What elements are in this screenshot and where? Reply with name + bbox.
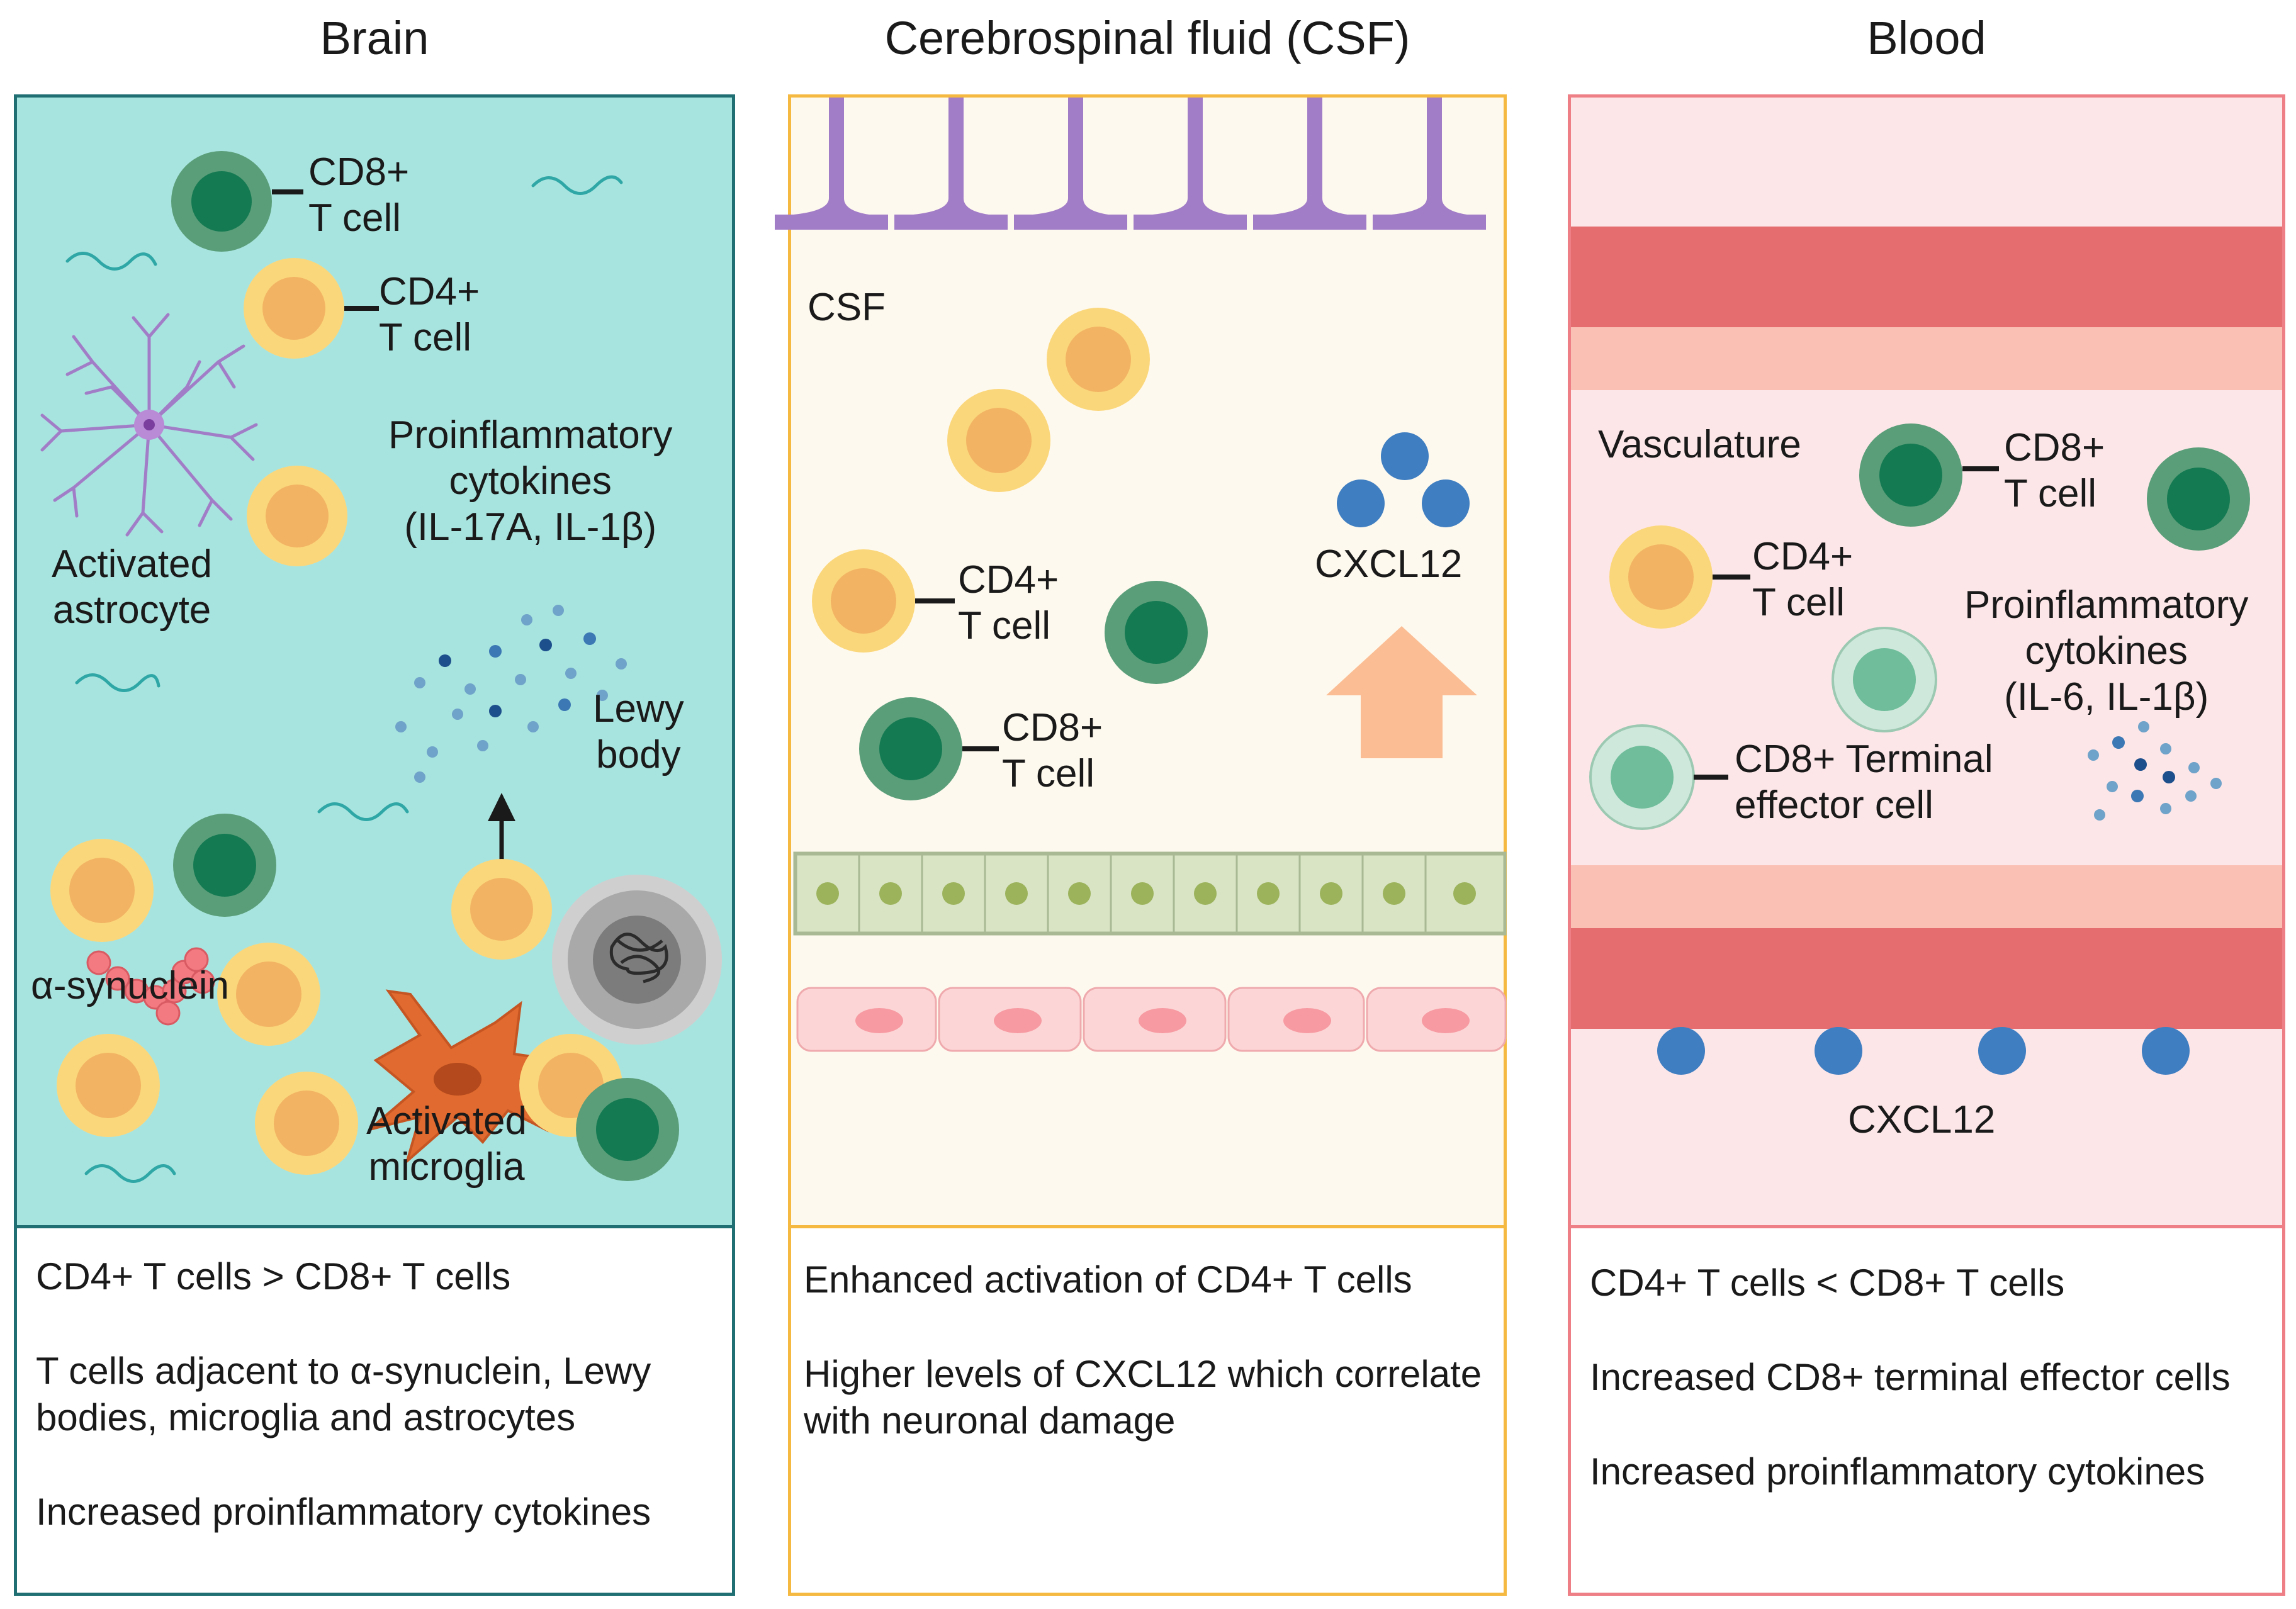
blood-findings-box: CD4+ T cells < CD8+ T cells Increased CD… (1568, 1228, 2285, 1596)
brain-cd4-label: CD4+ T cell (379, 270, 480, 360)
blood-findings: CD4+ T cells < CD8+ T cells Increased CD… (1590, 1260, 2276, 1495)
blood-title: Blood (1867, 12, 1986, 64)
neuron-terminal-icon (775, 98, 1486, 230)
endothelium-nuclei (855, 1008, 1470, 1033)
blood-finding-3: Increased proinflammatory cytokines (1590, 1450, 2205, 1493)
blood-panel: Vasculature CD8+ T cell CD4+ T cell Proi… (1568, 94, 2285, 1228)
cd8-t-cell (859, 697, 962, 800)
alpha-synuclein-icon (86, 947, 215, 1026)
cd8-t-cell (576, 1078, 679, 1181)
blood-cxcl12-label: CXCL12 (1848, 1098, 1996, 1141)
brain-findings-box: CD4+ T cells > CD8+ T cells T cells adja… (14, 1228, 735, 1596)
brain-cd8-label: CD8+ T cell (308, 150, 410, 240)
blood-illustration (1571, 227, 2282, 1075)
csf-label: CSF (808, 286, 886, 329)
vessel-wall-icon (1571, 227, 2282, 1029)
epithelium-icon (793, 851, 1507, 936)
brain-finding-1: CD4+ T cells > CD8+ T cells (36, 1255, 511, 1298)
cd8-t-cell (171, 151, 272, 252)
brain-findings: CD4+ T cells > CD8+ T cells T cells adja… (36, 1253, 722, 1535)
cd8-t-cell (1859, 423, 1962, 527)
cytokine-cluster-icon (2088, 721, 2222, 821)
vasculature-label: Vasculature (1598, 423, 1801, 466)
brain-squiggles (65, 175, 623, 1183)
cd4-t-cell (947, 389, 1050, 492)
cd4-t-cell (1609, 525, 1713, 629)
cd8-t-cell (173, 814, 276, 917)
brain-title: Brain (320, 12, 429, 64)
csf-cd8-label: CD8+ T cell (1002, 706, 1103, 796)
cd8-t-cell (2147, 447, 2250, 551)
brain-finding-3: Increased proinflammatory cytokines (36, 1491, 651, 1533)
cd4-t-cell (50, 839, 154, 942)
cd4-t-cell (1047, 308, 1150, 411)
csf-findings: Enhanced activation of CD4+ T cells High… (804, 1257, 1490, 1444)
cd4-t-cell (255, 1072, 358, 1175)
lewy-body-label: Lewy body (593, 687, 684, 777)
cd4-t-cell (247, 466, 347, 566)
cytokine-cluster-icon (395, 605, 627, 783)
brain-finding-2: T cells adjacent to α-synuclein, Lewy bo… (36, 1350, 651, 1438)
lewy-body-icon (552, 875, 722, 1045)
blood-cd8-label: CD8+ T cell (2004, 426, 2105, 516)
csf-finding-2: Higher levels of CXCL12 which correlate … (804, 1353, 1482, 1442)
cd4-t-cell (451, 859, 552, 960)
synuclein-label: α-synuclein (31, 964, 229, 1007)
cd8-t-cell (1105, 581, 1208, 684)
terminal-effector-label: CD8+ Terminal effector cell (1735, 737, 1993, 827)
csf-findings-box: Enhanced activation of CD4+ T cells High… (788, 1228, 1507, 1596)
cxcl12-dots (1657, 1027, 2190, 1075)
blood-finding-1: CD4+ T cells < CD8+ T cells (1590, 1262, 2065, 1304)
csf-cxcl12-label: CXCL12 (1315, 542, 1463, 586)
csf-title: Cerebrospinal fluid (CSF) (884, 12, 1410, 64)
cd8-terminal-effector-cell (1589, 724, 1695, 830)
cd4-t-cell (217, 943, 320, 1046)
csf-cd4-label: CD4+ T cell (958, 558, 1059, 648)
cd4-t-cell (244, 258, 344, 359)
cd4-t-cell (812, 549, 915, 653)
csf-panel: CSF CXCL12 CD4+ T cell CD8+ T cell (775, 94, 1507, 1228)
brain-panel: CD8+ T cell CD4+ T cell Proinflammatory … (14, 94, 735, 1228)
cd8-terminal-effector-cell (1832, 627, 1937, 732)
cd4-t-cell (57, 1034, 160, 1137)
brain-cytokines-label: Proinflammatory cytokines (IL-17A, IL-1β… (388, 413, 673, 549)
brain-illustration (40, 151, 722, 1183)
blood-cytokines-label: Proinflammatory cytokines (IL-6, IL-1β) (1964, 583, 2249, 719)
csf-illustration (775, 98, 1507, 1052)
astrocyte-label: Activated astrocyte (52, 542, 213, 632)
blood-cd4-label: CD4+ T cell (1752, 535, 1854, 625)
up-arrow-icon (1326, 626, 1477, 758)
astrocyte-nucleus (144, 419, 155, 430)
cxcl12-dots (1337, 432, 1470, 527)
microglia-label: Activated microglia (366, 1099, 527, 1189)
csf-finding-1: Enhanced activation of CD4+ T cells (804, 1259, 1412, 1301)
astrocyte-icon (40, 313, 258, 537)
blood-finding-2: Increased CD8+ terminal effector cells (1590, 1356, 2231, 1398)
up-arrow-icon (488, 793, 515, 821)
